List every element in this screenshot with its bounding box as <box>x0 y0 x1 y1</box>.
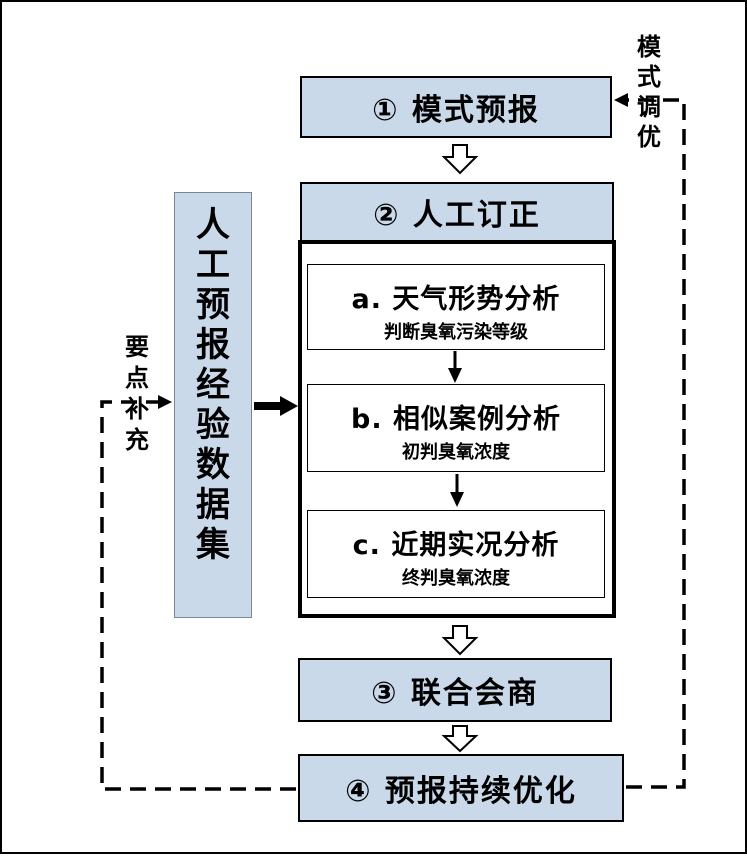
arrow-left-icon <box>614 93 628 107</box>
arrow-down-icon <box>448 368 462 383</box>
dashed-feedback-line-left <box>100 400 296 791</box>
arrow-right-icon <box>158 395 172 409</box>
dataset-char: 经 <box>196 365 230 405</box>
dataset-char: 报 <box>196 325 230 365</box>
model-tuning-char: 优 <box>637 123 661 151</box>
sub-step-recent-obs-analysis: c. 近期实况分析 终判臭氧浓度 <box>307 510 605 598</box>
step-continuous-optimization-label: ④ 预报持续优化 <box>345 774 577 809</box>
manual-experience-dataset-box: 人 工 预 报 经 验 数 据 集 <box>174 192 252 618</box>
sub-step-weather-analysis: a. 天气形势分析 判断臭氧污染等级 <box>307 264 605 350</box>
model-tuning-char: 调 <box>637 93 661 121</box>
dashed-feedback-line-right <box>626 98 686 789</box>
dataset-char: 数 <box>196 445 230 485</box>
sub-step-desc: 判断臭氧污染等级 <box>384 322 528 343</box>
model-tuning-label: 模 式 调 优 <box>632 32 666 152</box>
key-points-supplement-label: 要 点 补 充 <box>120 332 154 456</box>
dataset-char: 工 <box>196 245 230 285</box>
step-continuous-optimization: ④ 预报持续优化 <box>298 754 624 822</box>
key-points-char: 要 <box>125 333 149 361</box>
step-model-forecast-label: ① 模式预报 <box>372 93 540 128</box>
dataset-char: 集 <box>196 525 230 565</box>
hollow-arrow-down-icon <box>441 625 479 656</box>
sub-step-title: b. 相似案例分析 <box>351 404 561 435</box>
sub-step-title: a. 天气形势分析 <box>351 284 561 315</box>
sub-step-desc: 终判臭氧浓度 <box>402 568 510 589</box>
hollow-arrow-down-icon <box>441 725 479 753</box>
arrow-down-icon <box>450 492 464 507</box>
dataset-char: 据 <box>196 485 230 525</box>
step-joint-consultation-label: ③ 联合会商 <box>371 676 539 711</box>
sub-step-desc: 初判臭氧浓度 <box>402 442 510 463</box>
step-joint-consultation: ③ 联合会商 <box>298 658 612 722</box>
arrow-right-icon <box>280 396 298 416</box>
step-model-forecast: ① 模式预报 <box>300 76 612 138</box>
key-points-char: 补 <box>125 395 149 423</box>
step-manual-correction-label: ② 人工订正 <box>373 198 541 233</box>
key-points-char: 充 <box>125 426 149 454</box>
hollow-arrow-down-icon <box>441 144 479 175</box>
dataset-char: 人 <box>196 205 230 245</box>
model-tuning-char: 式 <box>637 63 661 91</box>
dataset-char: 预 <box>196 285 230 325</box>
model-tuning-char: 模 <box>637 33 661 61</box>
key-points-char: 点 <box>125 364 149 392</box>
sub-step-title: c. 近期实况分析 <box>352 530 560 561</box>
dataset-char: 验 <box>196 405 230 445</box>
sub-step-similar-case-analysis: b. 相似案例分析 初判臭氧浓度 <box>307 384 605 472</box>
